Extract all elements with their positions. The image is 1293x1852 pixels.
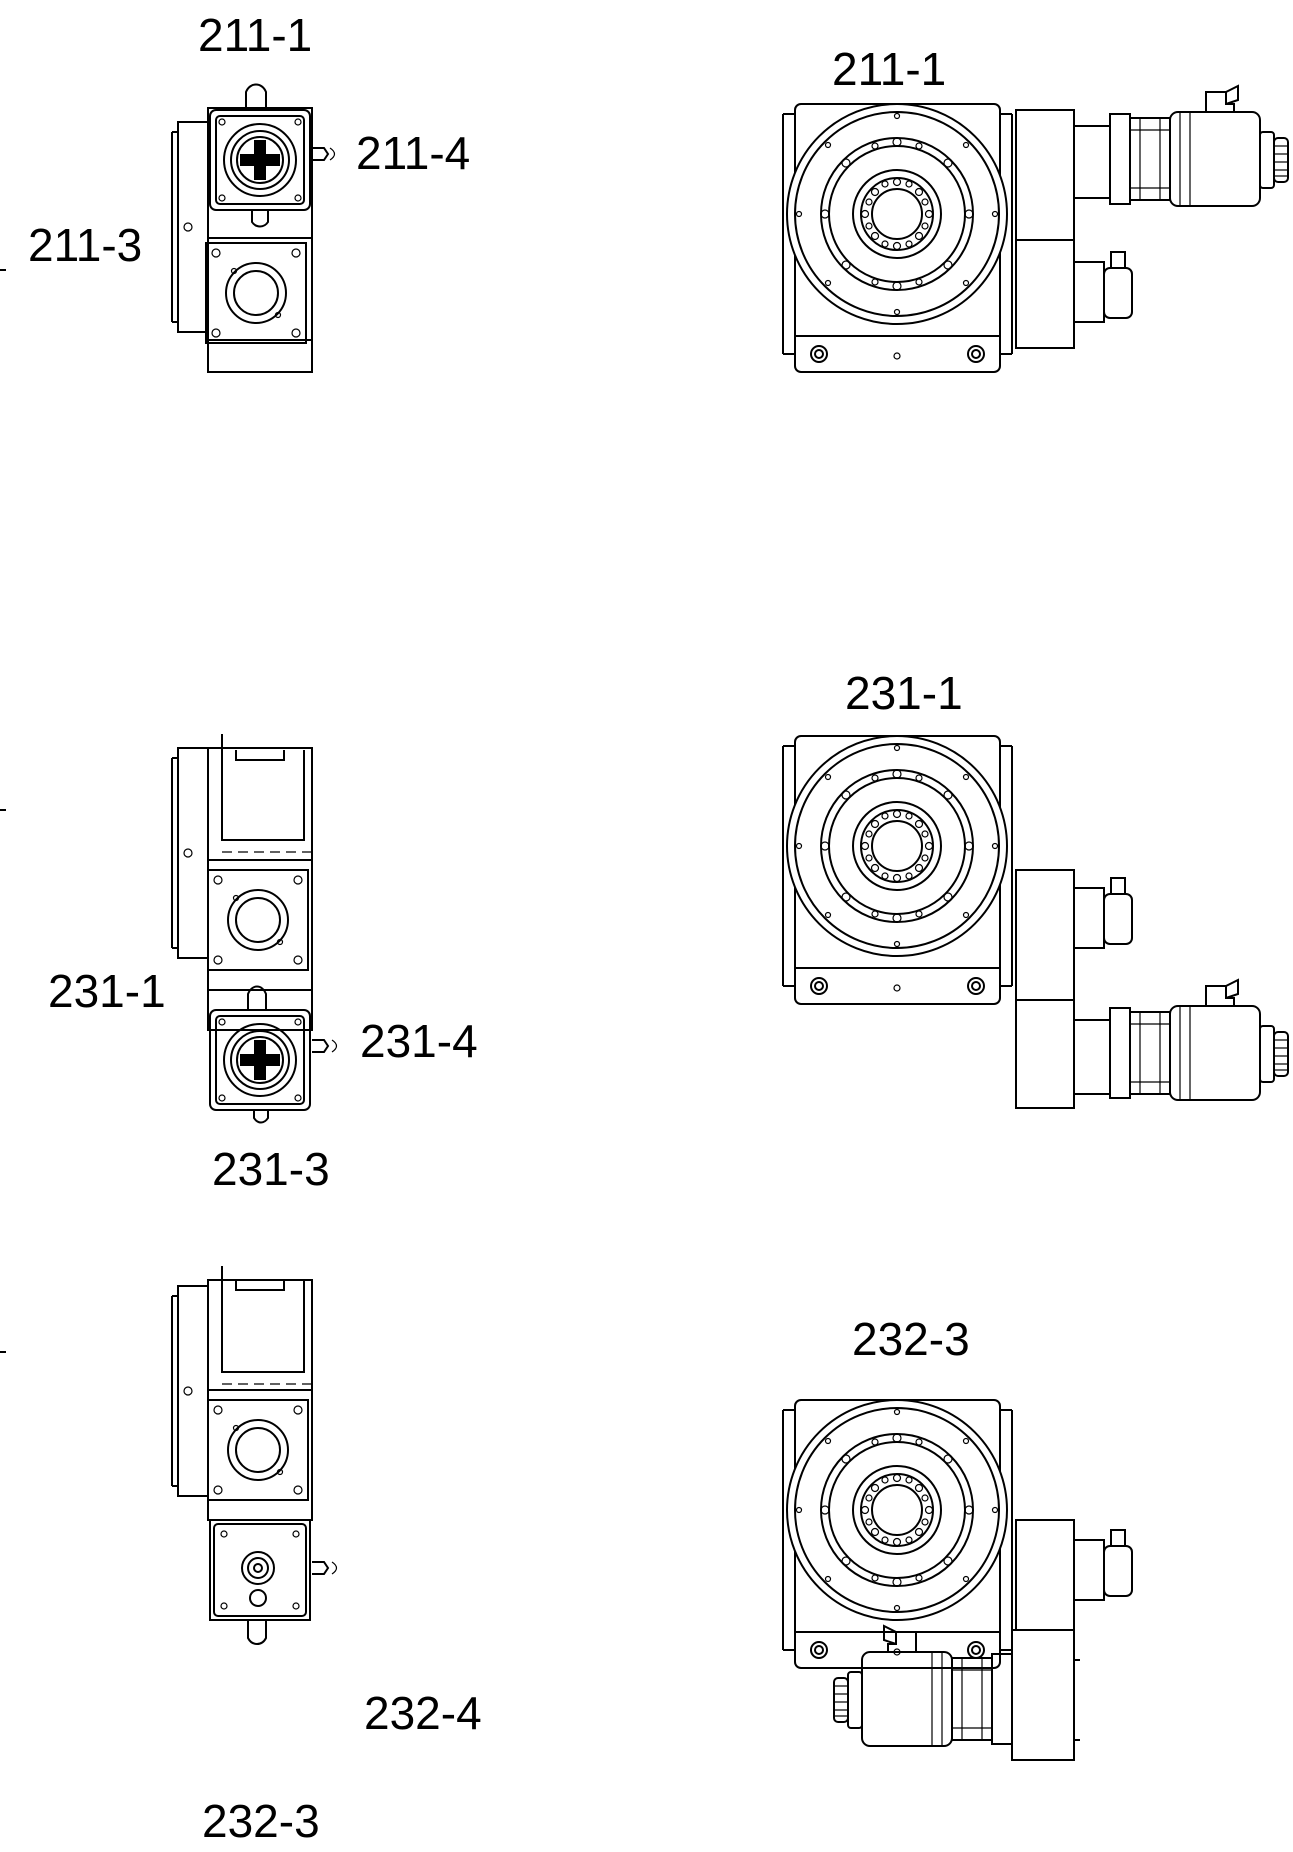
side-view-211 bbox=[171, 83, 336, 373]
label-row2-side-left: 231-1 bbox=[48, 965, 166, 1017]
label-row3-front-top: 232-3 bbox=[852, 1313, 970, 1365]
label-row1-side-right: 211-4 bbox=[356, 127, 471, 179]
label-row2-side-bottom: 231-3 bbox=[212, 1143, 330, 1195]
front-view-232 bbox=[782, 1399, 1133, 1761]
side-view-232 bbox=[171, 1266, 338, 1645]
label-row3-side-bottom: 232-3 bbox=[202, 1795, 320, 1847]
label-row2-side-right: 231-4 bbox=[360, 1015, 478, 1067]
front-view-211 bbox=[782, 85, 1289, 373]
label-row2-front-top: 231-1 bbox=[845, 667, 963, 719]
front-view-231 bbox=[782, 735, 1289, 1109]
label-row1-front-top: 211-1 bbox=[832, 43, 947, 95]
side-view-231 bbox=[171, 734, 338, 1124]
label-row3-side-right: 232-4 bbox=[364, 1687, 482, 1739]
label-row1-side-left: 211-3 bbox=[28, 219, 143, 271]
label-row1-side-top: 211-1 bbox=[198, 9, 313, 61]
